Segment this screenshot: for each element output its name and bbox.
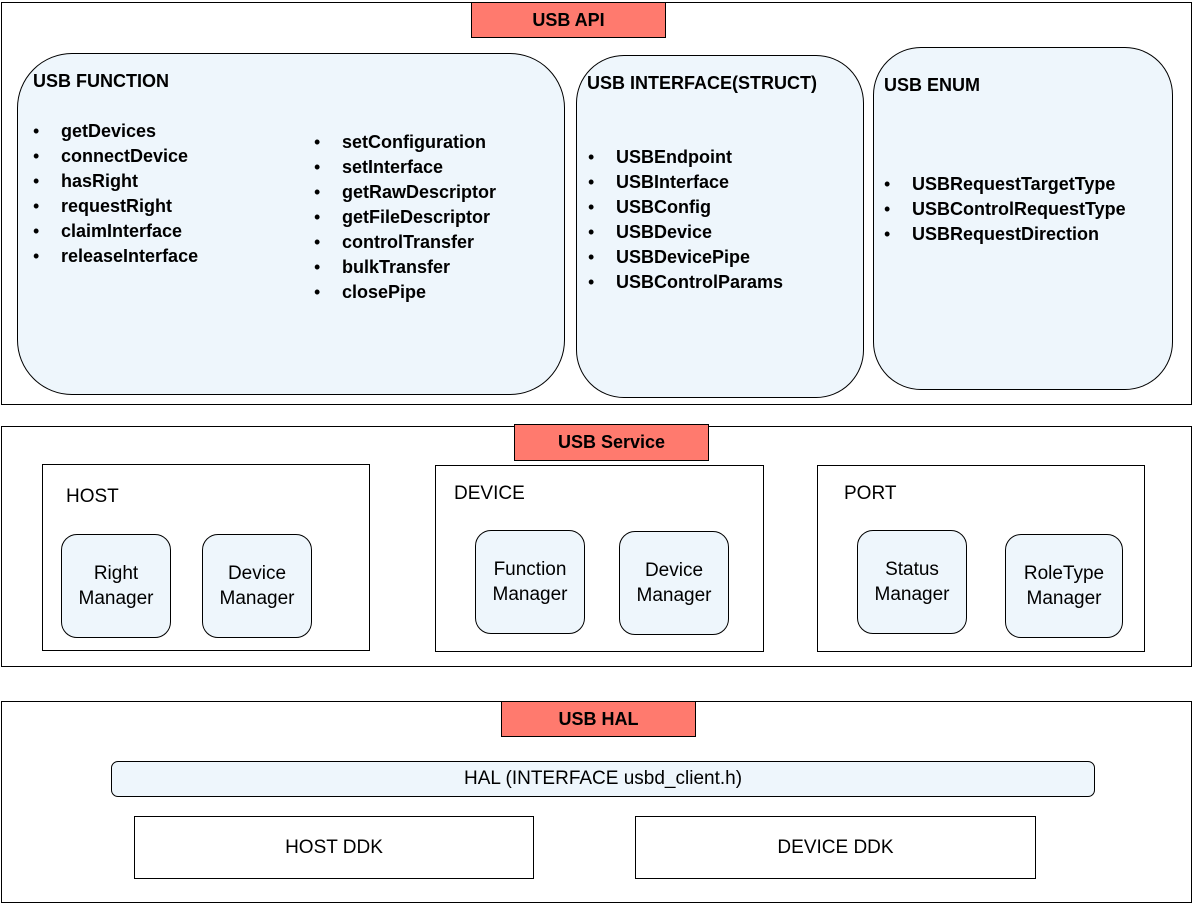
list-item: getFileDescriptor	[314, 205, 496, 230]
list-item: USBConfig	[588, 195, 783, 220]
host-ddk-box: HOST DDK	[134, 816, 534, 879]
list-item: USBRequestDirection	[884, 222, 1126, 247]
list-item: claimInterface	[33, 219, 198, 244]
list-item: closePipe	[314, 280, 496, 305]
list-item: USBInterface	[588, 170, 783, 195]
list-item: requestRight	[33, 194, 198, 219]
function-manager-label: Function Manager	[492, 559, 568, 605]
list-item: hasRight	[33, 169, 198, 194]
list-item: USBEndpoint	[588, 145, 783, 170]
status-manager-label: Status Manager	[874, 559, 950, 605]
host-group-title: HOST	[66, 486, 119, 507]
device-group-title: DEVICE	[454, 483, 525, 504]
host-device-manager: Device Manager	[202, 534, 312, 638]
usb-interface-title: USB INTERFACE(STRUCT)	[587, 73, 817, 93]
list-item: USBDevicePipe	[588, 245, 783, 270]
list-item: getDevices	[33, 119, 198, 144]
list-item: setConfiguration	[314, 130, 496, 155]
usb-service-tag: USB Service	[514, 424, 709, 461]
usb-function-list-left: getDevices connectDevice hasRight reques…	[33, 119, 198, 269]
usb-function-list-right: setConfiguration setInterface getRawDesc…	[314, 130, 496, 305]
host-device-manager-label: Device Manager	[219, 563, 295, 609]
usb-enum-title: USB ENUM	[884, 75, 981, 95]
right-manager: Right Manager	[61, 534, 171, 638]
list-item: USBControlParams	[588, 270, 783, 295]
hal-interface-bar: HAL (INTERFACE usbd_client.h)	[111, 761, 1095, 797]
usb-function-title: USB FUNCTION	[33, 71, 169, 91]
port-group-title: PORT	[844, 483, 897, 504]
usb-hal-tag: USB HAL	[501, 701, 696, 737]
device-device-manager-label: Device Manager	[636, 560, 712, 606]
usb-enum-list: USBRequestTargetType USBControlRequestTy…	[884, 172, 1126, 247]
list-item: connectDevice	[33, 144, 198, 169]
device-ddk-box: DEVICE DDK	[635, 816, 1036, 879]
roletype-manager: RoleType Manager	[1005, 534, 1123, 638]
function-manager: Function Manager	[475, 530, 585, 634]
list-item: bulkTransfer	[314, 255, 496, 280]
list-item: controlTransfer	[314, 230, 496, 255]
list-item: USBControlRequestType	[884, 197, 1126, 222]
usb-interface-list: USBEndpoint USBInterface USBConfig USBDe…	[588, 145, 783, 295]
right-manager-label: Right Manager	[78, 563, 154, 609]
usb-api-tag: USB API	[471, 2, 666, 38]
list-item: setInterface	[314, 155, 496, 180]
device-device-manager: Device Manager	[619, 531, 729, 635]
status-manager: Status Manager	[857, 530, 967, 634]
list-item: USBDevice	[588, 220, 783, 245]
list-item: USBRequestTargetType	[884, 172, 1126, 197]
list-item: getRawDescriptor	[314, 180, 496, 205]
list-item: releaseInterface	[33, 244, 198, 269]
roletype-manager-label: RoleType Manager	[1023, 563, 1105, 609]
